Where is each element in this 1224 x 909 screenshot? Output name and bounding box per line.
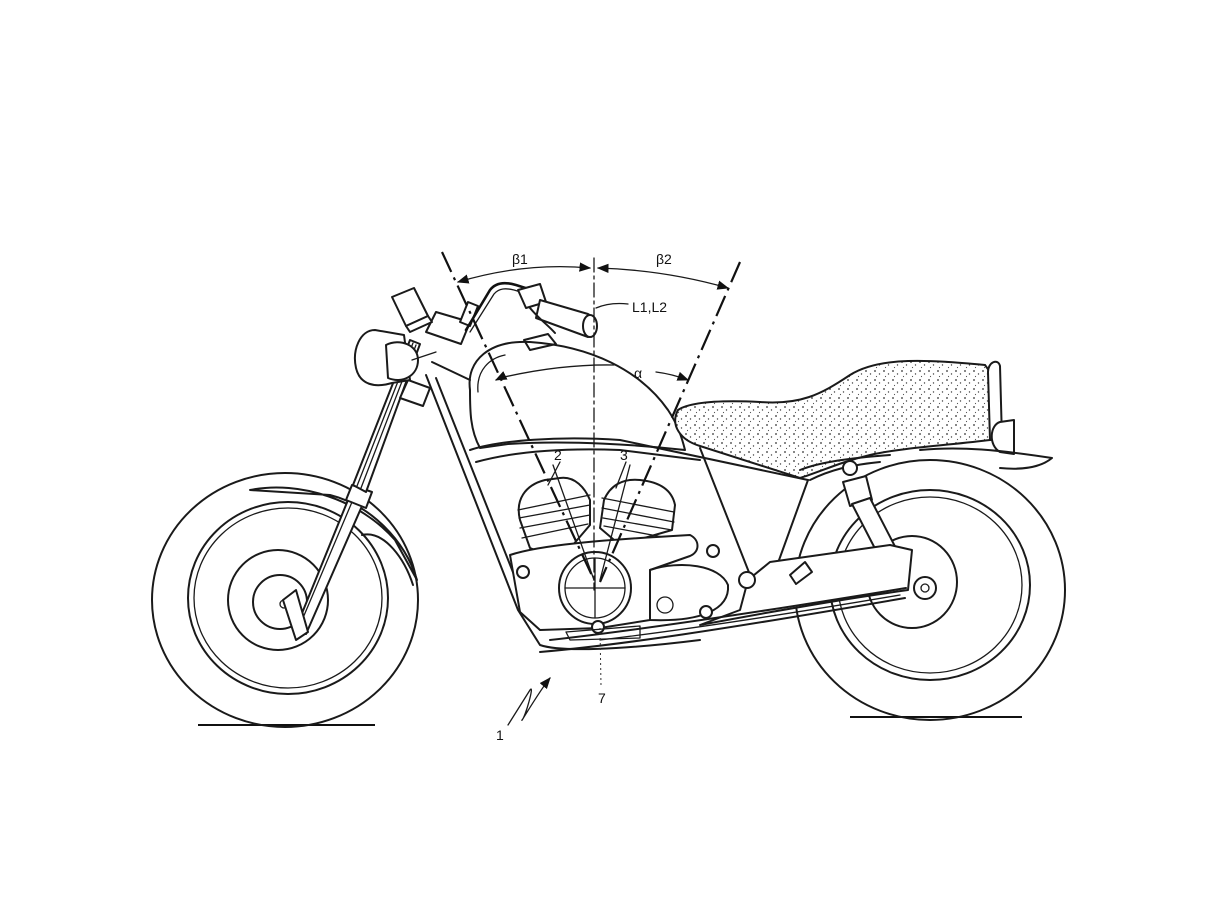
ground-lines	[198, 716, 1022, 726]
label-cylinder-front: 2	[554, 447, 562, 463]
headlight	[354, 329, 437, 387]
ref-leaders	[547, 461, 627, 489]
label-cylinder-rear: 3	[620, 447, 628, 463]
label-alpha: α	[634, 365, 642, 381]
engine	[509, 476, 730, 641]
tail-light	[919, 419, 1053, 470]
ref-1-leader	[507, 677, 551, 726]
exhaust	[539, 587, 907, 653]
fuel-tank	[468, 340, 686, 451]
label-motorcycle: 1	[496, 727, 504, 743]
seat	[674, 359, 1003, 480]
label-beta2: β2	[656, 251, 672, 267]
front-wheel	[151, 472, 419, 728]
cylinder-axis-lines	[441, 251, 742, 687]
handlebar	[464, 281, 598, 351]
angle-arcs	[456, 262, 730, 381]
speedometer	[391, 287, 433, 333]
label-axis-lines: L1,L2	[632, 299, 667, 315]
swingarm	[699, 544, 913, 626]
label-beta1: β1	[512, 251, 528, 267]
label-crankshaft: 7	[598, 690, 606, 706]
